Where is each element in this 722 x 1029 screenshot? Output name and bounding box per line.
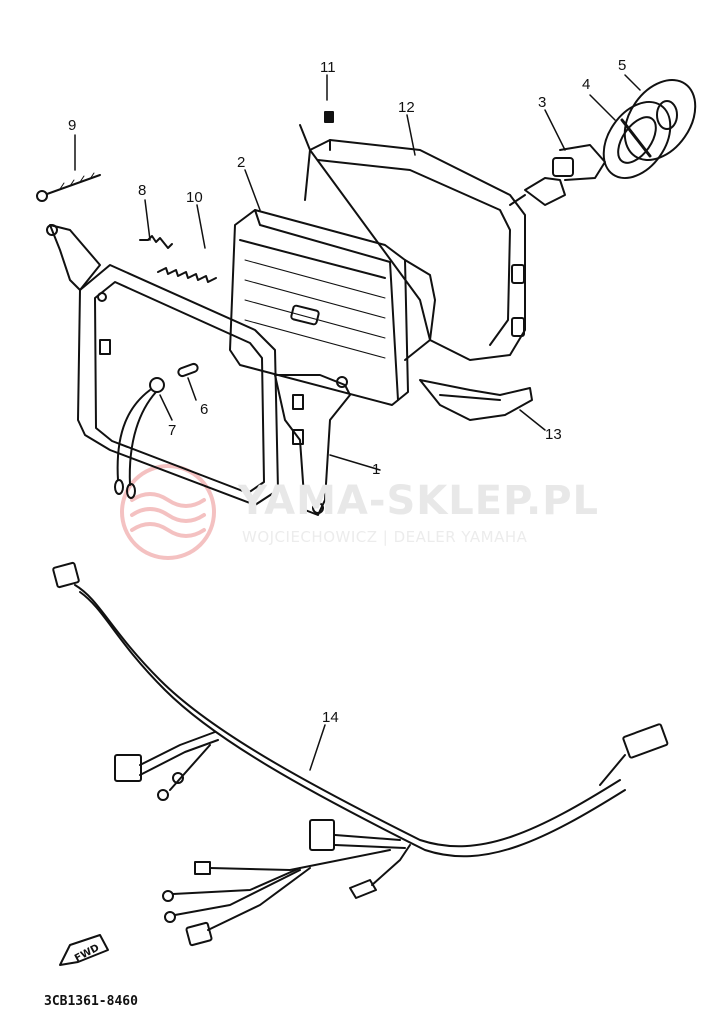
callout-11: 11 <box>320 59 336 76</box>
callout-6: 6 <box>200 401 209 418</box>
callout-7: 7 <box>168 422 177 439</box>
callout-2: 2 <box>237 154 246 171</box>
pilot-bulb <box>177 362 199 378</box>
callout-4: 4 <box>582 76 591 93</box>
bulb-seal-ring <box>602 101 672 179</box>
callout-8: 8 <box>138 182 147 199</box>
wiring-harness <box>52 561 669 947</box>
mount-bracket-13 <box>419 379 533 421</box>
callout-1: 1 <box>372 461 381 478</box>
forward-direction-arrow <box>59 934 109 966</box>
callout-13: 13 <box>545 426 562 443</box>
callout-3: 3 <box>538 94 547 111</box>
callout-12: 12 <box>398 99 415 116</box>
clip-8 <box>139 235 173 249</box>
dealer-logo <box>120 464 216 560</box>
callout-10: 10 <box>186 189 203 206</box>
callout-14: 14 <box>322 709 339 726</box>
headlight-bulb <box>509 144 606 206</box>
watermark-dealer: WOJCIECHOWICZ | DEALER YAMAHA <box>242 528 528 546</box>
headlight-lens-unit <box>229 209 436 406</box>
bolt-9 <box>36 172 101 202</box>
callout-9: 9 <box>68 117 77 134</box>
callout-leaders <box>74 74 641 771</box>
diagram-code: 3CB1361-8460 <box>44 994 138 1009</box>
bulb-cover <box>623 79 697 161</box>
adjusting-spring <box>157 267 217 283</box>
headlight-rim <box>46 224 351 516</box>
watermark-site: YAMA-SKLEP.PL <box>238 478 600 524</box>
bulb-socket-wiring <box>114 377 165 499</box>
callout-5: 5 <box>618 57 627 74</box>
headlight-housing-rear <box>299 111 526 361</box>
